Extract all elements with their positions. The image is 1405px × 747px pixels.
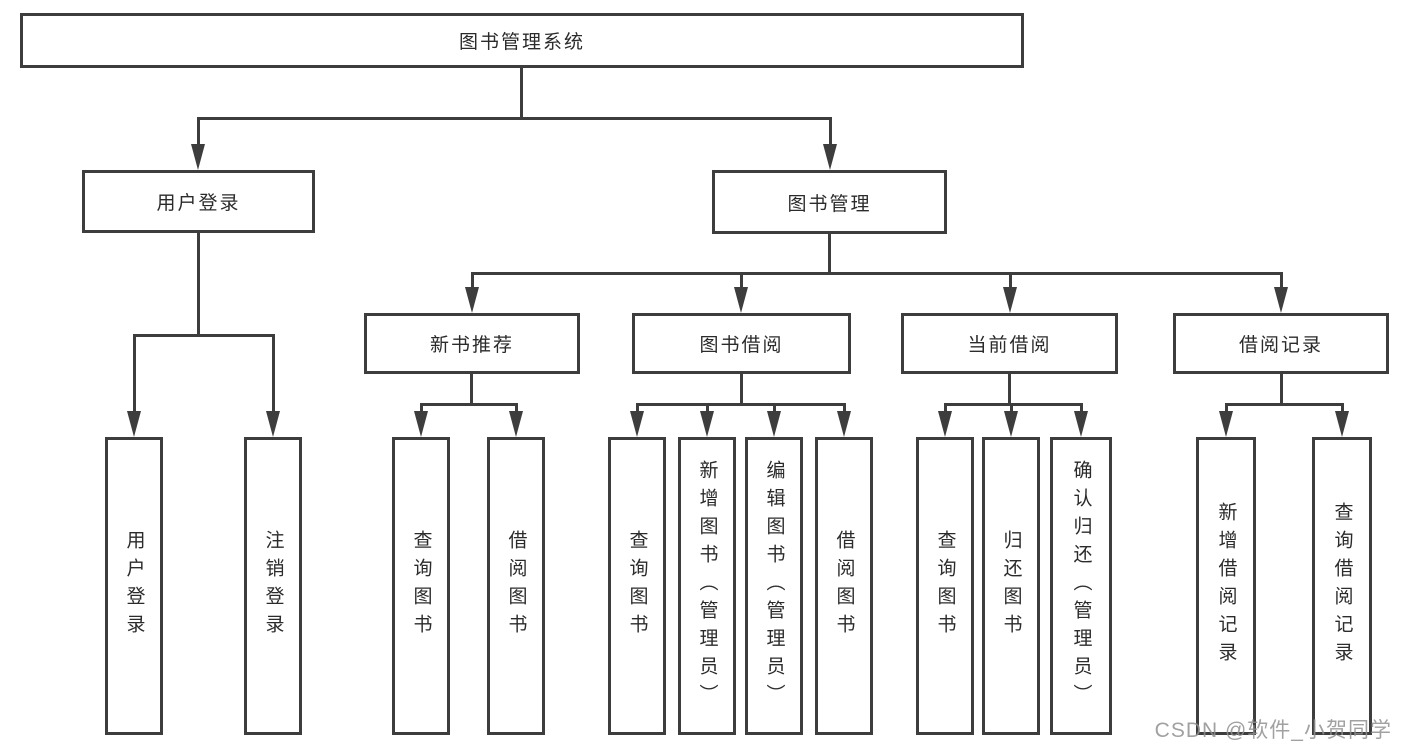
connector-drop bbox=[1225, 403, 1228, 414]
connector-drop bbox=[740, 272, 743, 290]
connector-root-rail bbox=[197, 117, 831, 120]
arrow-down-icon bbox=[734, 287, 748, 313]
leaf-logout-login: 注销登录 bbox=[244, 437, 302, 735]
watermark: CSDN @软件_小贺同学 bbox=[1154, 719, 1392, 742]
leaf-borrow-books-borrowing: 借阅图书 bbox=[815, 437, 873, 735]
leaf-label: 查询图书 bbox=[626, 530, 648, 642]
arrow-down-icon bbox=[1074, 411, 1088, 437]
connector-rail bbox=[636, 403, 846, 406]
node-label: 当前借阅 bbox=[967, 335, 1052, 356]
leaf-query-borrow-record: 查询借阅记录 bbox=[1312, 437, 1372, 735]
node-root-library-system: 图书管理系统 bbox=[20, 13, 1024, 68]
connector-drop bbox=[944, 403, 947, 414]
node-label: 图书借阅 bbox=[699, 335, 784, 356]
leaf-add-borrow-record: 新增借阅记录 bbox=[1196, 437, 1256, 735]
leaf-label: 借阅图书 bbox=[833, 530, 855, 642]
connector-stem bbox=[1008, 374, 1011, 406]
connector-drop bbox=[197, 117, 200, 147]
connector-drop bbox=[272, 334, 275, 414]
connector-stem bbox=[197, 232, 200, 336]
connector-drop bbox=[515, 403, 518, 414]
node-user-login: 用户登录 bbox=[82, 170, 315, 233]
arrow-down-icon bbox=[938, 411, 952, 437]
connector-stem bbox=[740, 374, 743, 406]
connector-rail bbox=[471, 272, 1283, 275]
leaf-return-book: 归还图书 bbox=[982, 437, 1040, 735]
leaf-label: 查询借阅记录 bbox=[1331, 502, 1353, 670]
connector-drop bbox=[706, 403, 709, 414]
arrow-down-icon bbox=[1003, 287, 1017, 313]
arrow-down-icon bbox=[127, 411, 141, 437]
arrow-down-icon bbox=[266, 411, 280, 437]
leaf-label: 注销登录 bbox=[262, 530, 284, 642]
connector-drop bbox=[133, 334, 136, 414]
leaf-borrow-books-recommend: 借阅图书 bbox=[487, 437, 545, 735]
leaf-query-books-borrowing: 查询图书 bbox=[608, 437, 666, 735]
leaf-label: 查询图书 bbox=[934, 530, 956, 642]
arrow-down-icon bbox=[1004, 411, 1018, 437]
leaf-label: 用户登录 bbox=[123, 530, 145, 642]
node-book-borrowing: 图书借阅 bbox=[632, 313, 851, 374]
leaf-add-book-admin: 新增图书（管理员） bbox=[678, 437, 736, 735]
arrow-down-icon bbox=[700, 411, 714, 437]
arrow-down-icon bbox=[414, 411, 428, 437]
leaf-label: 确认归还（管理员） bbox=[1070, 460, 1092, 712]
leaf-label: 归还图书 bbox=[1000, 530, 1022, 642]
leaf-query-books-current: 查询图书 bbox=[916, 437, 974, 735]
connector-drop bbox=[420, 403, 423, 414]
arrow-down-icon bbox=[823, 144, 837, 170]
connector-drop bbox=[636, 403, 639, 414]
connector-drop bbox=[471, 272, 474, 290]
node-borrow-records: 借阅记录 bbox=[1173, 313, 1389, 374]
leaf-label: 查询图书 bbox=[410, 530, 432, 642]
arrow-down-icon bbox=[465, 287, 479, 313]
connector-stem bbox=[828, 234, 831, 275]
node-current-borrowing: 当前借阅 bbox=[901, 313, 1118, 374]
leaf-label: 新增图书（管理员） bbox=[696, 460, 718, 712]
connector-rail bbox=[1225, 403, 1344, 406]
leaf-query-books-recommend: 查询图书 bbox=[392, 437, 450, 735]
leaf-edit-book-admin: 编辑图书（管理员） bbox=[745, 437, 803, 735]
node-book-management: 图书管理 bbox=[712, 170, 947, 234]
connector-drop bbox=[829, 117, 832, 147]
arrow-down-icon bbox=[630, 411, 644, 437]
connector-root-stem bbox=[520, 67, 523, 119]
arrow-down-icon bbox=[1274, 287, 1288, 313]
arrow-down-icon bbox=[1335, 411, 1349, 437]
arrow-down-icon bbox=[509, 411, 523, 437]
node-new-book-recommend: 新书推荐 bbox=[364, 313, 580, 374]
arrow-down-icon bbox=[191, 144, 205, 170]
connector-rail bbox=[944, 403, 1083, 406]
connector-rail bbox=[420, 403, 518, 406]
arrow-down-icon bbox=[767, 411, 781, 437]
node-label: 借阅记录 bbox=[1238, 335, 1323, 356]
leaf-label: 编辑图书（管理员） bbox=[763, 460, 785, 712]
connector-drop bbox=[1341, 403, 1344, 414]
leaf-label: 新增借阅记录 bbox=[1215, 502, 1237, 670]
arrow-down-icon bbox=[1219, 411, 1233, 437]
connector-stem bbox=[1280, 374, 1283, 406]
connector-stem bbox=[470, 374, 473, 406]
leaf-label: 借阅图书 bbox=[505, 530, 527, 642]
connector-drop bbox=[843, 403, 846, 414]
connector-drop bbox=[1010, 403, 1013, 414]
connector-drop bbox=[1280, 272, 1283, 290]
connector-drop bbox=[1009, 272, 1012, 290]
node-label: 新书推荐 bbox=[429, 335, 514, 356]
leaf-confirm-return-admin: 确认归还（管理员） bbox=[1050, 437, 1112, 735]
connector-rail bbox=[133, 334, 275, 337]
node-label: 图书管理 bbox=[787, 193, 872, 215]
arrow-down-icon bbox=[837, 411, 851, 437]
connector-drop bbox=[1080, 403, 1083, 414]
leaf-user-login: 用户登录 bbox=[105, 437, 163, 735]
connector-drop bbox=[773, 403, 776, 414]
node-label: 图书管理系统 bbox=[458, 32, 585, 53]
node-label: 用户登录 bbox=[156, 193, 241, 214]
